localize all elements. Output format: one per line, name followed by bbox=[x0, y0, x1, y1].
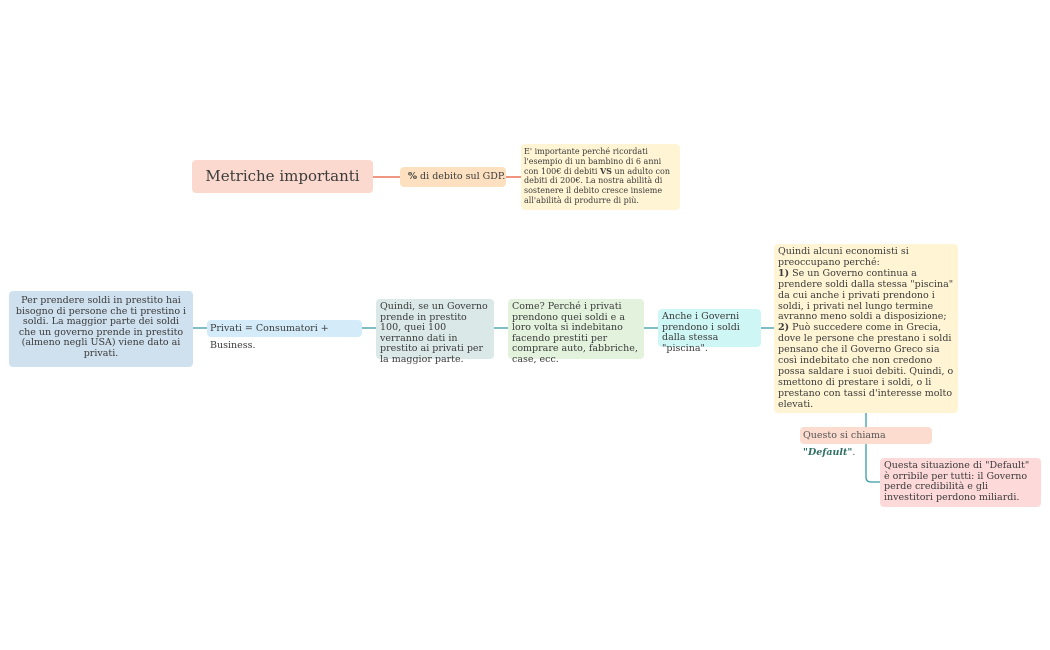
econ-point2-num: 2) bbox=[778, 322, 790, 334]
note-gdp-vs: VS bbox=[599, 165, 612, 176]
econ-point1: Se un Governo continua a prendere soldi … bbox=[778, 267, 954, 323]
root-topic-metriche[interactable]: Metriche importanti bbox=[192, 160, 373, 193]
econ-intro: Quindi alcuni economisti si preoccupano … bbox=[778, 246, 909, 268]
gdp-label: di debito sul GDP. bbox=[417, 171, 506, 182]
topic-economists-concern[interactable]: Quindi alcuni economisti si preoccupano … bbox=[774, 244, 958, 413]
econ-point1-num: 1) bbox=[778, 267, 790, 279]
topic-default-label[interactable]: Questo si chiama "Default". bbox=[800, 427, 932, 458]
topic-default-consequence[interactable]: Questa situazione di "Default" è orribil… bbox=[880, 458, 1041, 507]
gdp-percent-sign: % bbox=[408, 171, 418, 182]
topic-privati-borrow[interactable]: Come? Perché i privati prendono quei sol… bbox=[508, 299, 644, 365]
default-label-term: "Default" bbox=[803, 447, 853, 458]
topic-borrowing-intro[interactable]: Per prendere soldi in prestito hai bisog… bbox=[9, 291, 193, 367]
topic-gdp-debt[interactable]: % di debito sul GDP. bbox=[400, 167, 506, 187]
default-label-text: Questo si chiama bbox=[803, 430, 886, 441]
link-default-note bbox=[865, 444, 880, 483]
topic-privati[interactable]: Privati = Consumatori + Business. bbox=[207, 320, 362, 351]
default-label-end: . bbox=[852, 447, 856, 458]
topic-same-pool[interactable]: Anche i Governi prendono i soldi dalla s… bbox=[658, 309, 761, 354]
note-gdp-part2: un adulto con debiti di 200€. La nostra … bbox=[524, 166, 670, 205]
note-gdp-explanation[interactable]: E' importante perché ricordati l'esempio… bbox=[521, 144, 680, 210]
econ-point2: Può succedere come in Grecia, dove le pe… bbox=[778, 322, 954, 410]
topic-government-borrows[interactable]: Quindi, se un Governo prende in prestito… bbox=[376, 299, 494, 365]
note-gdp-part1: E' importante perché ricordati l'esempio… bbox=[524, 147, 662, 176]
